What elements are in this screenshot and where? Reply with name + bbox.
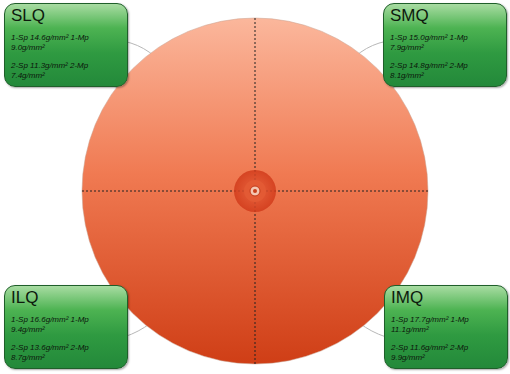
center-ring [234,170,276,212]
quadrant-box: IMQ 1-Sp 17.7g/mm² 1-Mp 11.1g/mm² 2-Sp 11.… [384,285,508,369]
center-dot [253,189,257,193]
pressure-values: 1-Sp 14.6g/mm² 1-Mp 9.0g/mm² [11,33,122,53]
pressure-values: 1-Sp 15.0g/mm² 1-Mp 7.9g/mm² [390,33,501,53]
quadrant-name: ILQ [11,288,122,307]
pressure-values: 2-Sp 11.3g/mm² 2-Mp 7.4g/mm² [11,61,122,81]
center-ring [244,180,266,202]
quadrant-name: IMQ [391,288,502,307]
pressure-values: 1-Sp 17.7g/mm² 1-Mp 11.1g/mm² [391,315,502,335]
center-dot [250,186,260,196]
quadrant-box: ILQ 1-Sp 16.6g/mm² 1-Mp 9.4g/mm² 2-Sp 13.6… [4,285,128,369]
quadrant-box: SLQ 1-Sp 14.6g/mm² 1-Mp 9.0g/mm² 2-Sp 11.3… [4,3,128,87]
quadrant-box: SMQ 1-Sp 15.0g/mm² 1-Mp 7.9g/mm² 2-Sp 14.8… [383,3,507,87]
pressure-values: 1-Sp 16.6g/mm² 1-Mp 9.4g/mm² [11,315,122,335]
pressure-values: 2-Sp 14.8g/mm² 2-Mp 8.1g/mm² [390,61,501,81]
disc [82,18,428,364]
quadrant-name: SMQ [390,6,501,25]
pressure-values: 2-Sp 13.6g/mm² 2-Mp 8.7g/mm² [11,343,122,363]
quadrant-name: SLQ [11,6,122,25]
pressure-values: 2-Sp 11.6g/mm² 2-Mp 9.9g/mm² [391,343,502,363]
